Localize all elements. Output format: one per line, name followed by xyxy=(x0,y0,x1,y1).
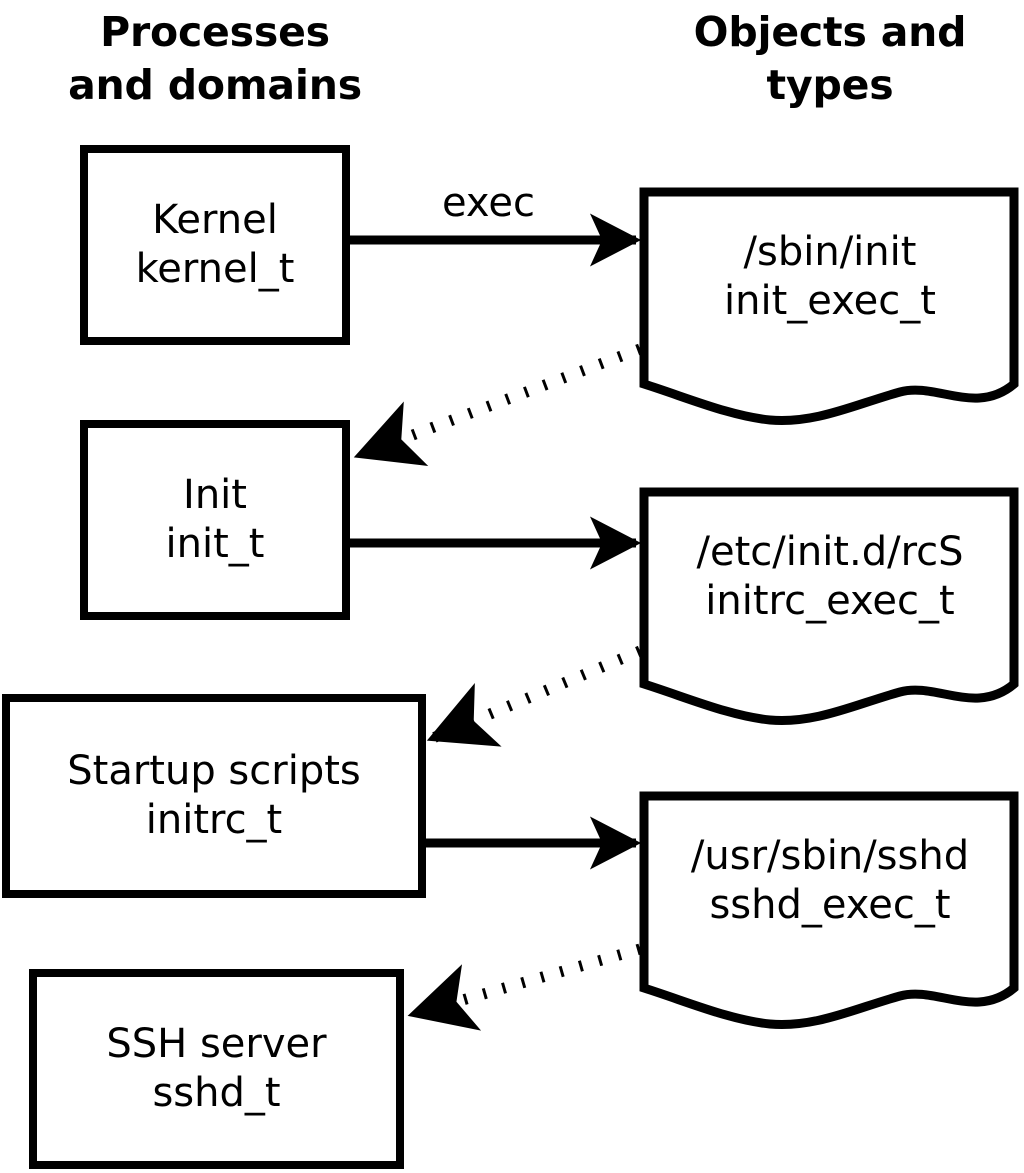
process-name-kernel: Kernel xyxy=(152,196,278,243)
process-name-init: Init xyxy=(183,471,247,518)
column-header-processes: Processes and domains xyxy=(68,8,362,110)
object-doc-usr-sbin-sshd[interactable]: /usr/sbin/sshd sshd_exec_t xyxy=(636,788,1024,1033)
edge-sshd-exec-to-sshd xyxy=(407,943,642,1031)
process-type-startup-scripts: initrc_t xyxy=(145,797,283,843)
object-doc-etc-initd-rcs[interactable]: /etc/init.d/rcS initrc_exec_t xyxy=(636,484,1024,729)
process-type-kernel: kernel_t xyxy=(135,246,295,292)
process-type-init: init_t xyxy=(165,521,265,567)
column-header-objects: Objects and types xyxy=(693,8,967,110)
process-box-init[interactable]: Init init_t xyxy=(80,420,350,620)
process-name-startup-scripts: Startup scripts xyxy=(67,747,361,794)
process-box-ssh-server[interactable]: SSH server sshd_t xyxy=(29,969,404,1169)
edge-label-exec: exec xyxy=(442,180,535,226)
process-name-ssh-server: SSH server xyxy=(106,1020,327,1067)
edge-init-exec-to-init xyxy=(353,343,642,467)
edge-initrc-exec-to-initrc xyxy=(426,645,643,747)
process-box-startup-scripts[interactable]: Startup scripts initrc_t xyxy=(2,694,426,898)
process-type-ssh-server: sshd_t xyxy=(152,1070,281,1116)
object-doc-sbin-init[interactable]: /sbin/init init_exec_t xyxy=(636,184,1024,429)
process-box-kernel[interactable]: Kernel kernel_t xyxy=(80,145,350,345)
